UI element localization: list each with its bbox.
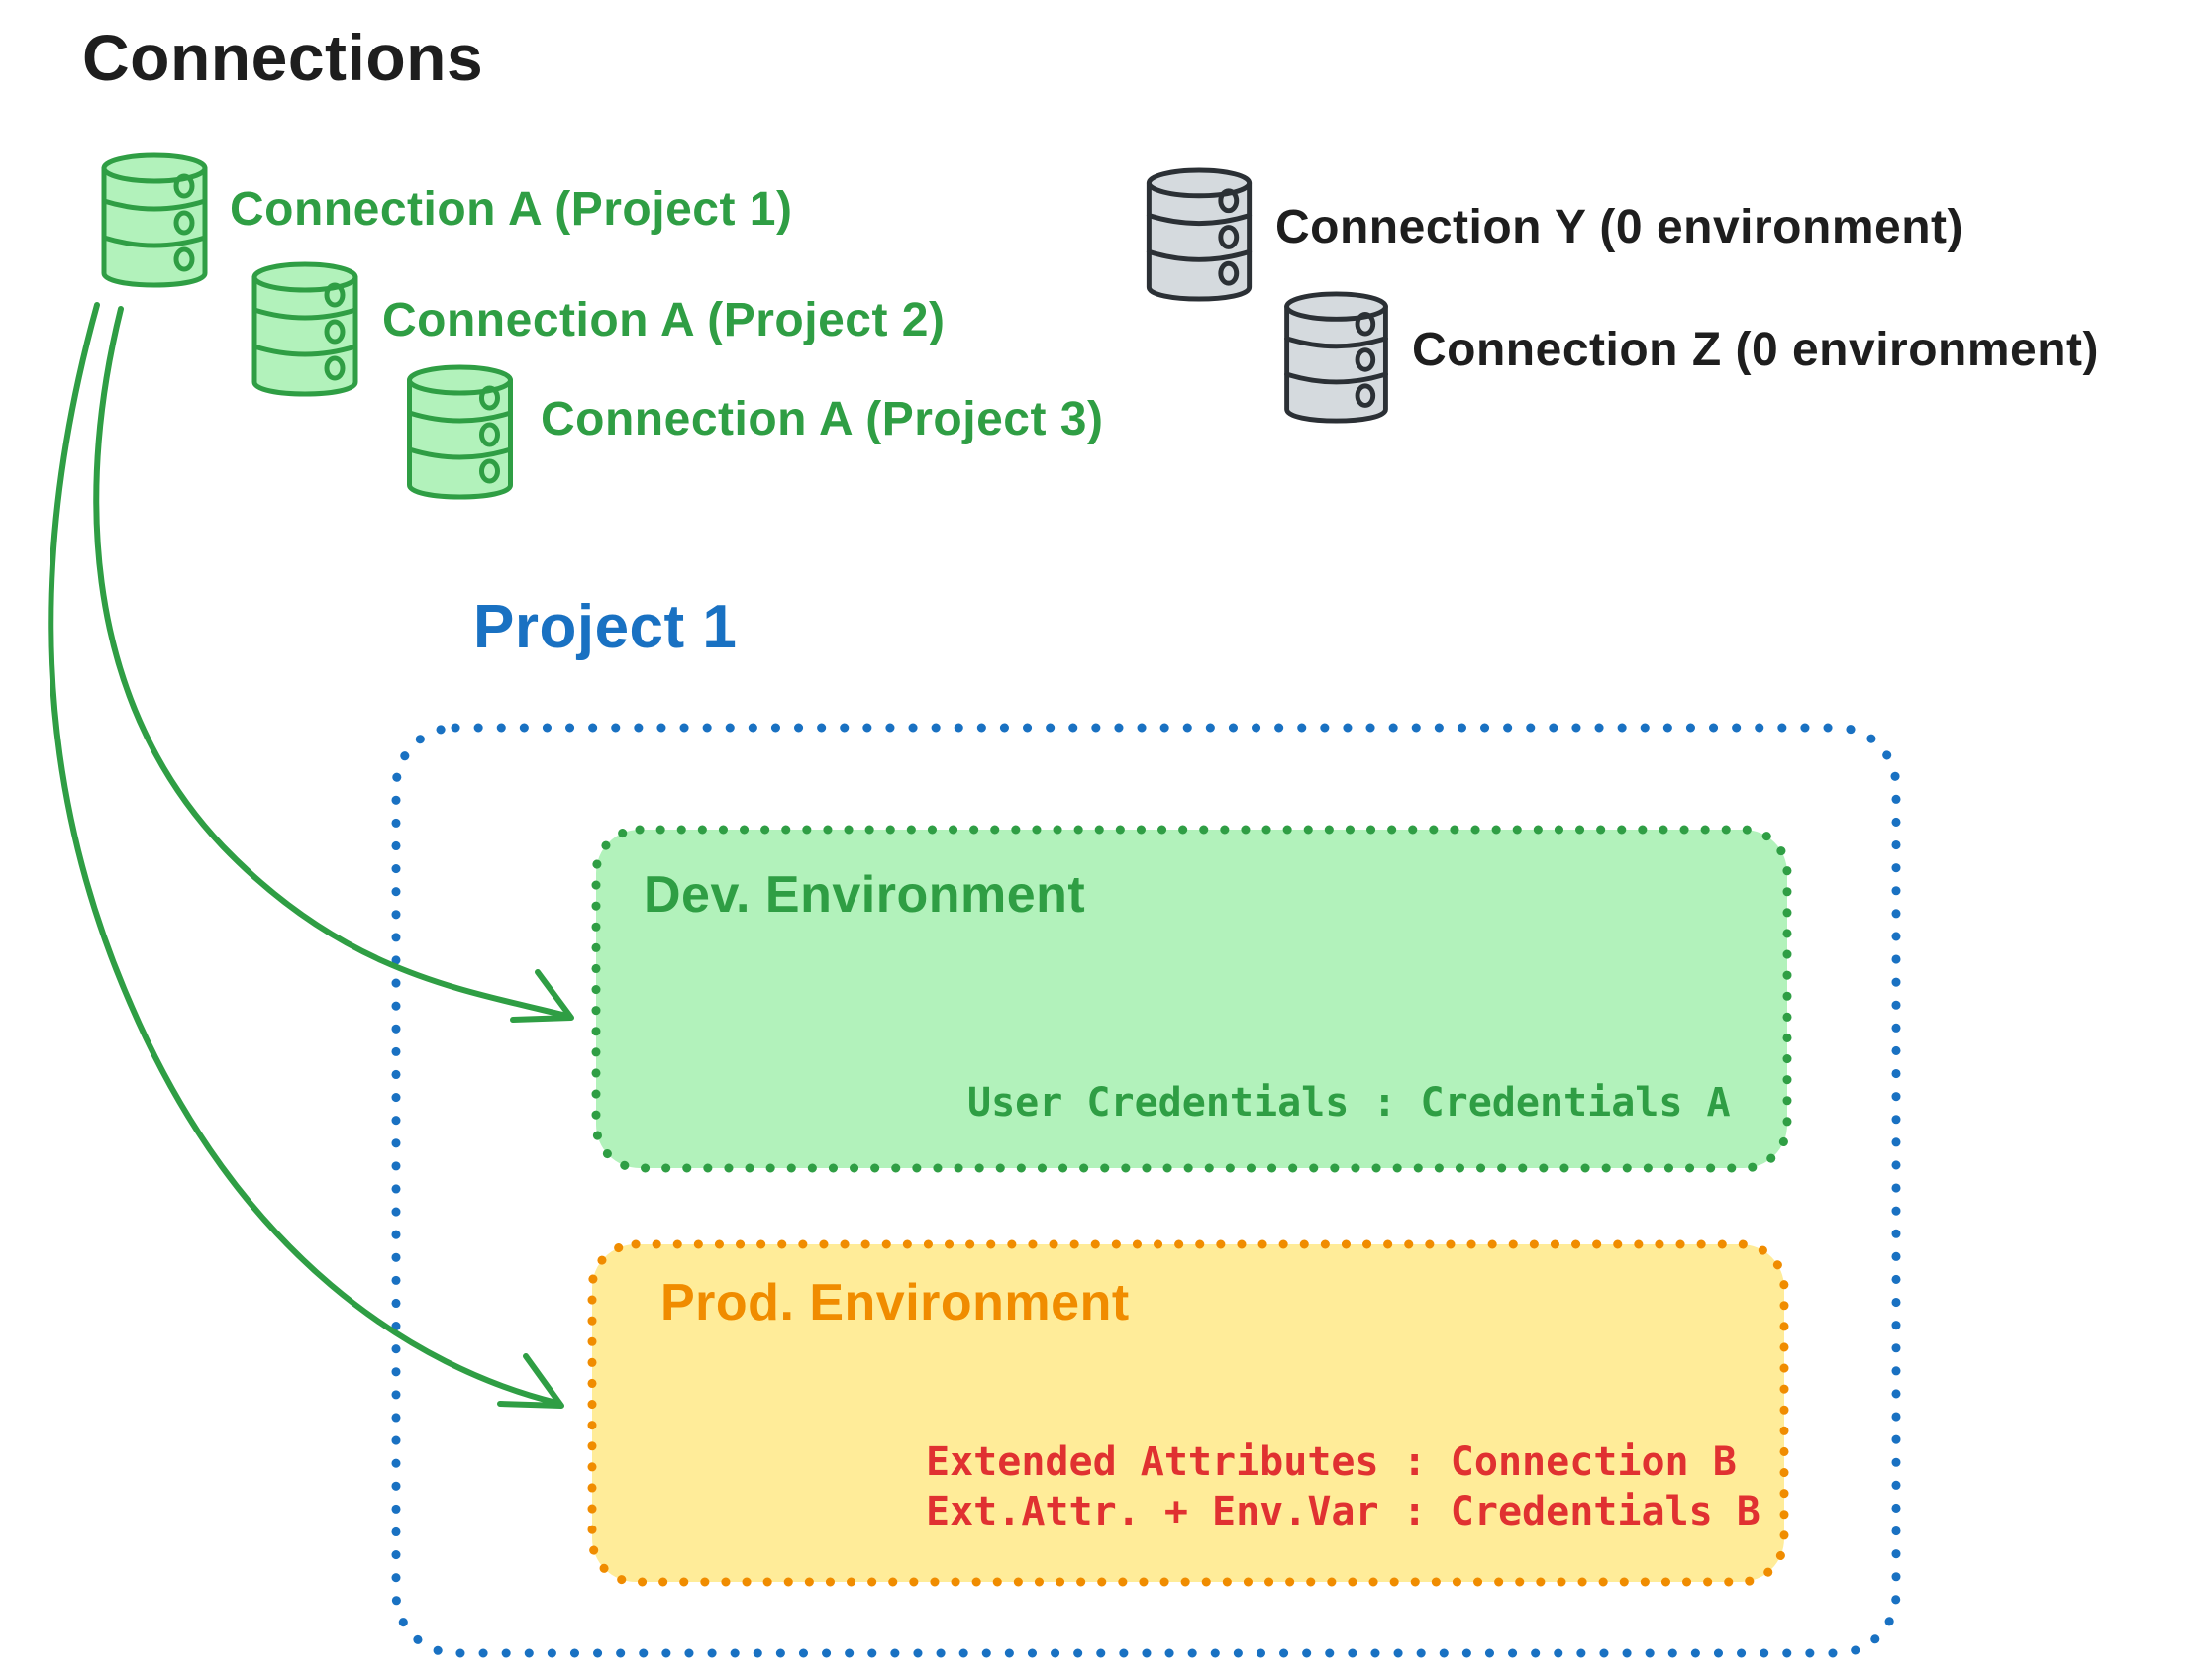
database-icon-connection-y [1149, 169, 1250, 300]
prod-environment-mapping-line-1: Extended Attributes : Connection B [926, 1439, 1737, 1485]
database-icon-connection-a-project-1 [104, 155, 205, 285]
database-icon-connection-a-project-2 [254, 264, 355, 394]
arrow-to-prod-environment-icon [48, 302, 564, 1409]
arrow-to-dev-environment-icon [93, 306, 574, 1023]
connection-a-project-3-label: Connection A (Project 3) [541, 393, 1104, 445]
prod-environment-mapping-line-2: Ext.Attr. + Env.Var : Credentials B [926, 1489, 1760, 1534]
prod-environment-title: Prod. Environment [660, 1274, 1130, 1331]
project-1-title: Project 1 [473, 593, 738, 661]
project-1-container-box [391, 723, 1901, 1658]
dev-environment-box [591, 825, 1792, 1173]
database-icon-connection-a-project-3 [409, 367, 511, 497]
dev-environment-credentials-mapping: User Credentials : Credentials A [967, 1080, 1731, 1126]
dev-environment-title: Dev. Environment [644, 866, 1086, 924]
prod-environment-box [587, 1239, 1789, 1587]
connection-z-label: Connection Z (0 environment) [1412, 324, 2100, 376]
connection-y-label: Connection Y (0 environment) [1275, 201, 1963, 253]
database-icon-connection-z [1286, 293, 1386, 422]
connection-a-project-1-label: Connection A (Project 1) [230, 183, 793, 236]
connections-heading: Connections [82, 21, 484, 94]
connection-a-project-2-label: Connection A (Project 2) [382, 294, 946, 346]
